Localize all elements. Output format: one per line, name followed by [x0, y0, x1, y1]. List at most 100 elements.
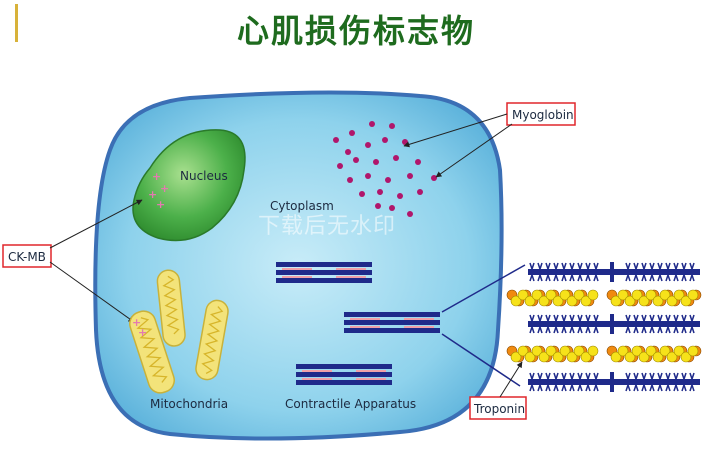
myosin-head	[577, 372, 583, 380]
myosin-head	[665, 274, 671, 282]
actin-bead-yellow	[566, 351, 578, 363]
actin-bead-yellow	[517, 345, 529, 357]
sarcomere-zoom	[506, 262, 702, 392]
ckmb-label: CK-MB	[8, 250, 46, 264]
actin-bead-yellow	[624, 351, 636, 363]
myosin-head	[657, 384, 663, 392]
myosin-head	[649, 372, 655, 380]
myosin-head	[569, 262, 575, 270]
myosin-head	[585, 274, 591, 282]
myosin-head	[593, 262, 599, 270]
myosin-head	[681, 384, 687, 392]
actin-bead-yellow	[573, 289, 585, 301]
myosin-head	[657, 326, 663, 334]
actin-bead-yellow	[524, 351, 536, 363]
myosin-head	[641, 314, 647, 322]
myosin-head	[673, 262, 679, 270]
svg-text:+: +	[156, 198, 165, 211]
myosin-head	[577, 326, 583, 334]
actin-bead-yellow	[666, 351, 678, 363]
mitochondria-label: Mitochondria	[150, 397, 228, 411]
ckmb-arrow-mito	[49, 261, 135, 323]
filament-bundle-1	[276, 262, 372, 283]
watermark: 下载后无水印	[258, 214, 396, 239]
actin-bead-yellow	[680, 351, 692, 363]
m-line	[610, 314, 614, 334]
myosin-head	[561, 372, 567, 380]
myosin-head	[529, 274, 535, 282]
contractile-label: Contractile Apparatus	[285, 397, 416, 411]
myosin-head	[625, 274, 631, 282]
myosin-head	[569, 314, 575, 322]
nucleus-label: Nucleus	[180, 169, 228, 183]
actin-bead-yellow	[631, 345, 643, 357]
myoglobin-arrow-1	[403, 113, 508, 148]
myosin-head	[585, 314, 591, 322]
filament-bundle-2	[344, 312, 440, 333]
myosin-head	[545, 314, 551, 322]
actin-bead-yellow	[659, 345, 671, 357]
actin-bead-yellow	[552, 295, 564, 307]
myosin-head	[689, 372, 695, 380]
actin-bead-yellow	[687, 345, 699, 357]
myosin-head	[537, 384, 543, 392]
actin-bead-yellow	[652, 351, 664, 363]
actin-bead-yellow	[610, 295, 622, 307]
myosin-head	[689, 314, 695, 322]
myosin-head	[657, 314, 663, 322]
myosin-head	[561, 262, 567, 270]
myosin-head	[561, 274, 567, 282]
actin-bead-yellow	[517, 289, 529, 301]
myosin-head	[649, 326, 655, 334]
myosin-head	[641, 372, 647, 380]
actin-bead-yellow	[545, 345, 557, 357]
troponin-arrow	[499, 361, 523, 398]
myosin-head	[665, 372, 671, 380]
actin-bead-yellow	[510, 351, 522, 363]
actin-bead-yellow	[673, 289, 685, 301]
myosin-head	[577, 384, 583, 392]
myosin-head	[633, 326, 639, 334]
actin-bead-yellow	[552, 351, 564, 363]
myosin-head	[545, 372, 551, 380]
myosin-head	[625, 384, 631, 392]
myosin-head	[593, 384, 599, 392]
myosin-head	[641, 274, 647, 282]
actin-bead-yellow	[680, 295, 692, 307]
mitochondria	[129, 269, 229, 394]
ckmb-marks-mito: + +	[132, 316, 147, 339]
myosin-head	[633, 384, 639, 392]
myosin-head	[569, 326, 575, 334]
myosin-head	[689, 274, 695, 282]
actin-bead-yellow	[580, 295, 592, 307]
myosin-head	[537, 274, 543, 282]
myosin-head	[625, 314, 631, 322]
myosin-head	[585, 262, 591, 270]
page-title: 心肌损伤标志物	[236, 12, 475, 50]
cytoplasm-label: Cytoplasm	[270, 199, 334, 213]
myosin-head	[593, 326, 599, 334]
accent-bar	[15, 4, 18, 42]
myosin-head	[689, 326, 695, 334]
ckmb-arrow-nucleus	[49, 199, 143, 249]
troponin-label: Troponin	[473, 402, 525, 416]
actin-bead-yellow	[566, 295, 578, 307]
actin-bead-yellow	[631, 289, 643, 301]
myosin-head	[681, 274, 687, 282]
myosin-head	[641, 326, 647, 334]
myosin-head	[577, 314, 583, 322]
actin-bead-yellow	[638, 351, 650, 363]
myosin-head	[673, 384, 679, 392]
myosin-head	[529, 384, 535, 392]
actin-bead-yellow	[687, 289, 699, 301]
myosin-head	[545, 262, 551, 270]
ckmb-marks-nucleus: + + + +	[148, 170, 169, 211]
myosin-head	[681, 326, 687, 334]
m-line	[610, 262, 614, 282]
myosin-head	[553, 314, 559, 322]
myosin-head	[625, 262, 631, 270]
myosin-head	[537, 326, 543, 334]
actin-bead-yellow	[559, 345, 571, 357]
myosin-head	[569, 372, 575, 380]
